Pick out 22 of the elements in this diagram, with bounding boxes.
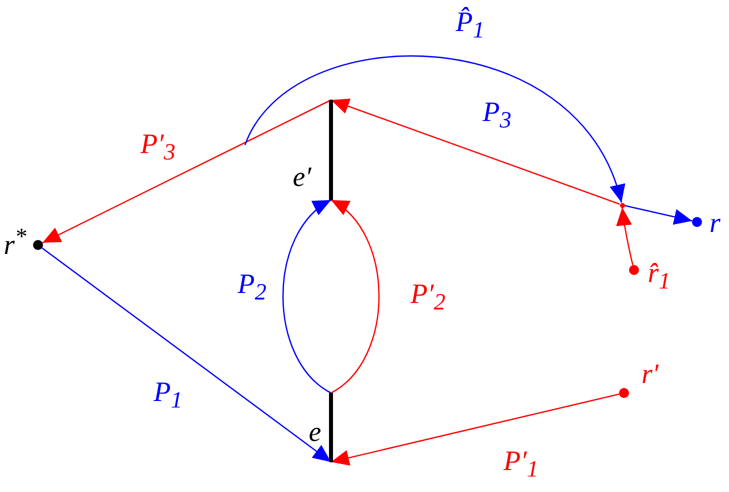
edge-segment (329, 100, 333, 200)
arrow (330, 98, 620, 205)
arrow (282, 199, 332, 394)
arrow (624, 204, 692, 225)
vertex-label: e′ (292, 164, 312, 192)
junction-dot (620, 202, 624, 208)
arrow (616, 207, 634, 266)
arrow (244, 56, 623, 203)
vertex-label: r (710, 210, 720, 238)
edge-segment (329, 393, 333, 462)
arrow (42, 247, 332, 463)
vertex-dot (629, 265, 639, 275)
vertex-dot (619, 388, 629, 398)
arrow (42, 99, 332, 244)
vertex-label: r̂$_{1}$ (648, 260, 670, 294)
arrow (330, 394, 620, 466)
vertex-dot (692, 217, 702, 227)
vertex-label: e (308, 419, 322, 447)
arrow (330, 199, 380, 394)
vertex-label: r′ (641, 361, 659, 389)
vertex-dot (33, 240, 43, 250)
vertex-label: r$^{*}$ (4, 226, 26, 260)
